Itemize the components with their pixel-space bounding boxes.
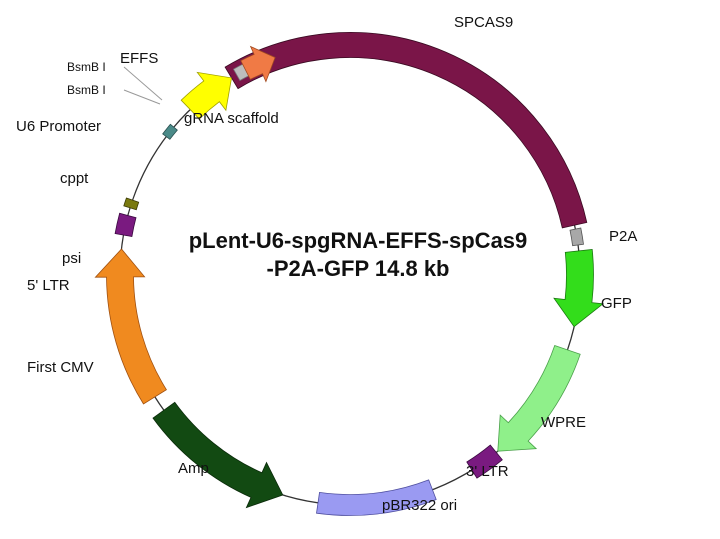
label-p2a: P2A: [609, 228, 637, 245]
feature-cppt: [162, 123, 178, 140]
feature-spcas9: [224, 32, 588, 229]
label-amp: Amp: [178, 460, 209, 477]
feature-psi: [123, 197, 140, 211]
label-scaffold: gRNA scaffold: [184, 110, 279, 127]
label-u6: U6 Promoter: [16, 118, 101, 135]
feature-gfp: [553, 249, 605, 328]
label-gfp: GFP: [601, 295, 632, 312]
label-ltr5: 5' LTR: [27, 277, 70, 294]
feature-p2a: [569, 227, 584, 247]
label-wpre: WPRE: [541, 414, 586, 431]
bsmb1-leader-line-b: [123, 89, 161, 105]
feature-amp: [152, 401, 284, 509]
label-spcas9: SPCAS9: [454, 14, 513, 31]
label-psi: psi: [62, 250, 81, 267]
label-ltr3: 3' LTR: [466, 463, 509, 480]
label-pbr322: pBR322 ori: [382, 497, 457, 514]
feature-u6: [180, 71, 232, 120]
map-title-line1: pLent-U6-spgRNA-EFFS-spCas9: [189, 228, 528, 253]
label-cmv: First CMV: [27, 359, 94, 376]
label-bsmb1-a: BsmB I: [67, 60, 106, 74]
feature-ltr5: [114, 212, 137, 237]
label-effs: EFFS: [120, 50, 158, 67]
feature-cmv: [94, 248, 167, 405]
feature-ltr3: [466, 444, 503, 479]
bsmb1-leader-line-a: [123, 66, 163, 101]
feature-effs: [240, 45, 276, 83]
label-bsmb1-b: BsmB I: [67, 83, 106, 97]
feature-wpre: [497, 344, 581, 452]
label-cppt: cppt: [60, 170, 89, 187]
map-title-line2: -P2A-GFP 14.8 kb: [267, 256, 450, 281]
feature-pbr322: [316, 479, 437, 516]
